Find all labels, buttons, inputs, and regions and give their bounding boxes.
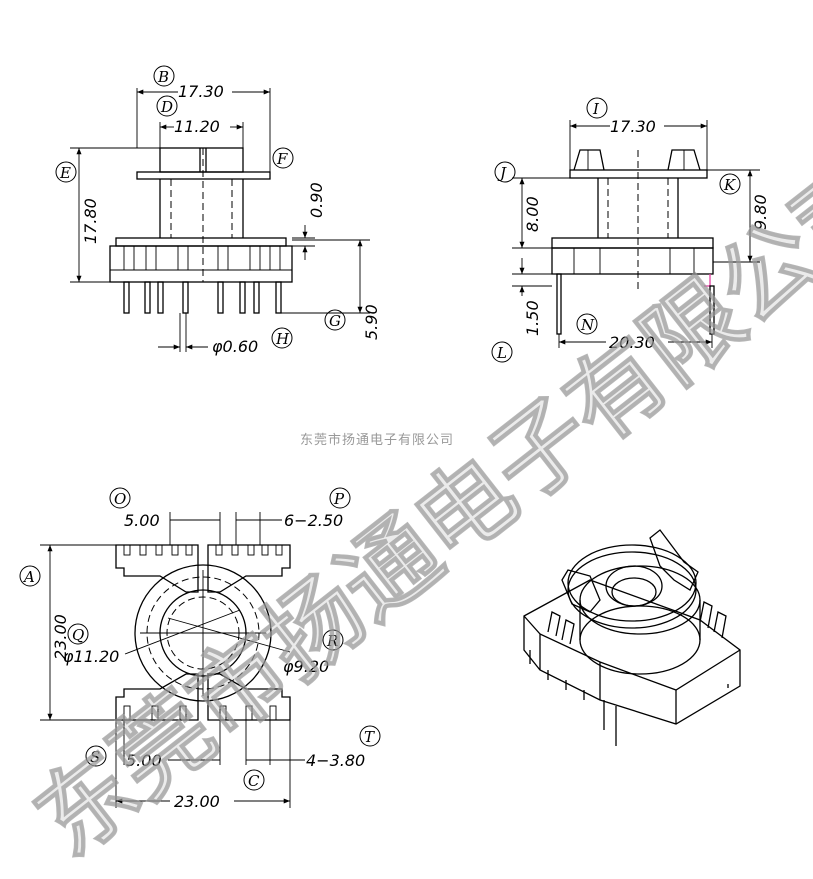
label-k: K — [723, 176, 736, 194]
front-view: 17.30 11.20 17.80 0.90 5.90 φ0.60 B D — [55, 65, 381, 356]
watermark: 东莞市扬通电子有限公司 东莞市扬通电子有限公司 — [15, 139, 813, 879]
dim-side-width: 17.30 — [610, 117, 656, 136]
label-s: S — [90, 748, 100, 766]
dim-bottom-width: 23.00 — [174, 792, 220, 811]
label-j: J — [497, 164, 507, 182]
label-p: P — [333, 490, 345, 508]
dim-bottom-pin-spacing-left: 5.00 — [126, 751, 162, 770]
dim-top-pin-spacing-left: 5.00 — [124, 511, 160, 530]
watermark-small-text: 东莞市扬通电子有限公司 — [300, 432, 454, 448]
dim-side-height-total: 9.80 — [751, 194, 770, 230]
label-o: O — [114, 490, 126, 508]
dim-top-bore2: φ9.20 — [283, 657, 329, 676]
dim-top-pin-spacing-right: 6−2.50 — [284, 511, 343, 530]
dim-front-width-inner: 11.20 — [174, 117, 220, 136]
label-q: Q — [72, 626, 84, 644]
dim-front-flange: 0.90 — [307, 182, 326, 218]
label-t: T — [364, 728, 375, 746]
label-a: A — [22, 568, 35, 586]
dim-side-pin-offset: 1.50 — [523, 300, 542, 336]
side-view: 17.30 8.00 9.80 1.50 20.30 I J K L N — [491, 97, 770, 363]
label-d: D — [160, 98, 173, 116]
top-view: 5.00 6−2.50 23.00 φ11.20 φ9.20 5.00 4−3.… — [19, 487, 381, 811]
dim-front-pin-length: 5.90 — [362, 304, 381, 340]
label-e: E — [59, 164, 71, 182]
label-c: C — [248, 772, 260, 790]
dim-front-height: 17.80 — [81, 198, 100, 244]
watermark-large-text: 东莞市扬通电子有限公司 — [15, 140, 813, 878]
label-n: N — [580, 316, 595, 334]
dim-side-base-width: 20.30 — [609, 333, 655, 352]
label-f: F — [276, 150, 288, 168]
dim-side-height-body: 8.00 — [523, 196, 542, 232]
label-l: L — [496, 344, 507, 362]
dim-front-pin-diameter: φ0.60 — [212, 337, 258, 356]
label-b: B — [157, 68, 169, 86]
label-h: H — [275, 330, 290, 348]
label-g: G — [329, 312, 341, 330]
dim-bottom-pin-spacing-right: 4−3.80 — [306, 751, 365, 770]
label-i: I — [592, 100, 600, 118]
dim-top-bore: φ11.20 — [63, 647, 119, 666]
label-r: R — [326, 632, 338, 650]
dim-front-width-outer: 17.30 — [178, 82, 224, 101]
isometric-view — [523, 529, 741, 746]
dim-top-height: 23.00 — [51, 614, 70, 660]
